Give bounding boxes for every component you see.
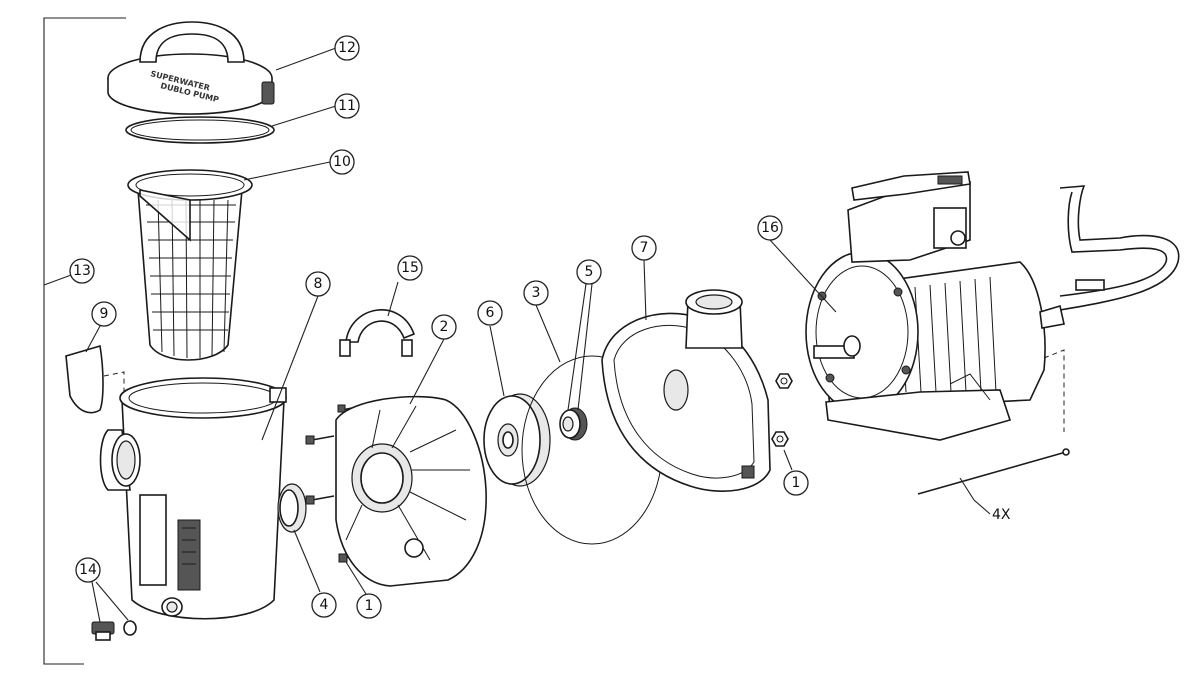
callout-3: 3 [523,280,549,306]
leader-lines [43,47,991,623]
callout-13: 13 [69,258,95,284]
quantity-note: 4X [992,507,1011,523]
svg-text:10: 10 [333,154,351,170]
callout-15: 15 [397,255,423,281]
svg-text:11: 11 [338,98,356,114]
callout-10: 10 [329,149,355,175]
svg-text:14: 14 [79,562,97,578]
callout-12: 12 [334,35,360,61]
lid: SUPERWATER DUBLO PUMP [107,21,275,115]
seal-plate [335,395,487,587]
svg-text:3: 3 [532,285,541,301]
drain-plug [91,620,137,641]
svg-text:12: 12 [338,40,356,56]
motor [805,171,1180,441]
strainer-basket [127,169,253,361]
pump-volute [601,289,771,492]
svg-text:4: 4 [320,597,329,613]
svg-text:5: 5 [585,264,594,280]
svg-text:7: 7 [640,240,649,256]
callout-8: 8 [305,271,331,297]
svg-text:1: 1 [792,475,801,491]
callout-1-right: 1 [783,470,809,496]
svg-text:8: 8 [314,276,323,292]
housing-o-ring [277,483,307,533]
lid-o-ring [125,116,275,144]
callout-5: 5 [576,259,602,285]
callout-7: 7 [631,235,657,261]
alignment-line-motor [1043,349,1065,432]
svg-text:15: 15 [401,260,419,276]
callout-16: 16 [757,215,783,241]
svg-text:2: 2 [440,319,449,335]
strainer-group-bracket [43,17,126,665]
strainer-housing [99,377,287,620]
svg-text:13: 13 [73,263,91,279]
svg-text:1: 1 [365,598,374,614]
callout-9: 9 [91,301,117,327]
shaft-seal [559,407,588,441]
mounting-plate [65,344,125,414]
callout-4: 4 [311,592,337,618]
callout-6: 6 [477,300,503,326]
clamp-ring [339,309,416,357]
nuts-right [771,373,793,447]
callout-1-left: 1 [356,593,382,619]
through-bolt [917,448,1070,495]
callout-11: 11 [334,93,360,119]
svg-text:16: 16 [761,220,779,236]
svg-text:9: 9 [100,306,109,322]
impeller [483,393,551,487]
callout-2: 2 [431,314,457,340]
callout-14: 14 [75,557,101,583]
svg-text:6: 6 [486,305,495,321]
